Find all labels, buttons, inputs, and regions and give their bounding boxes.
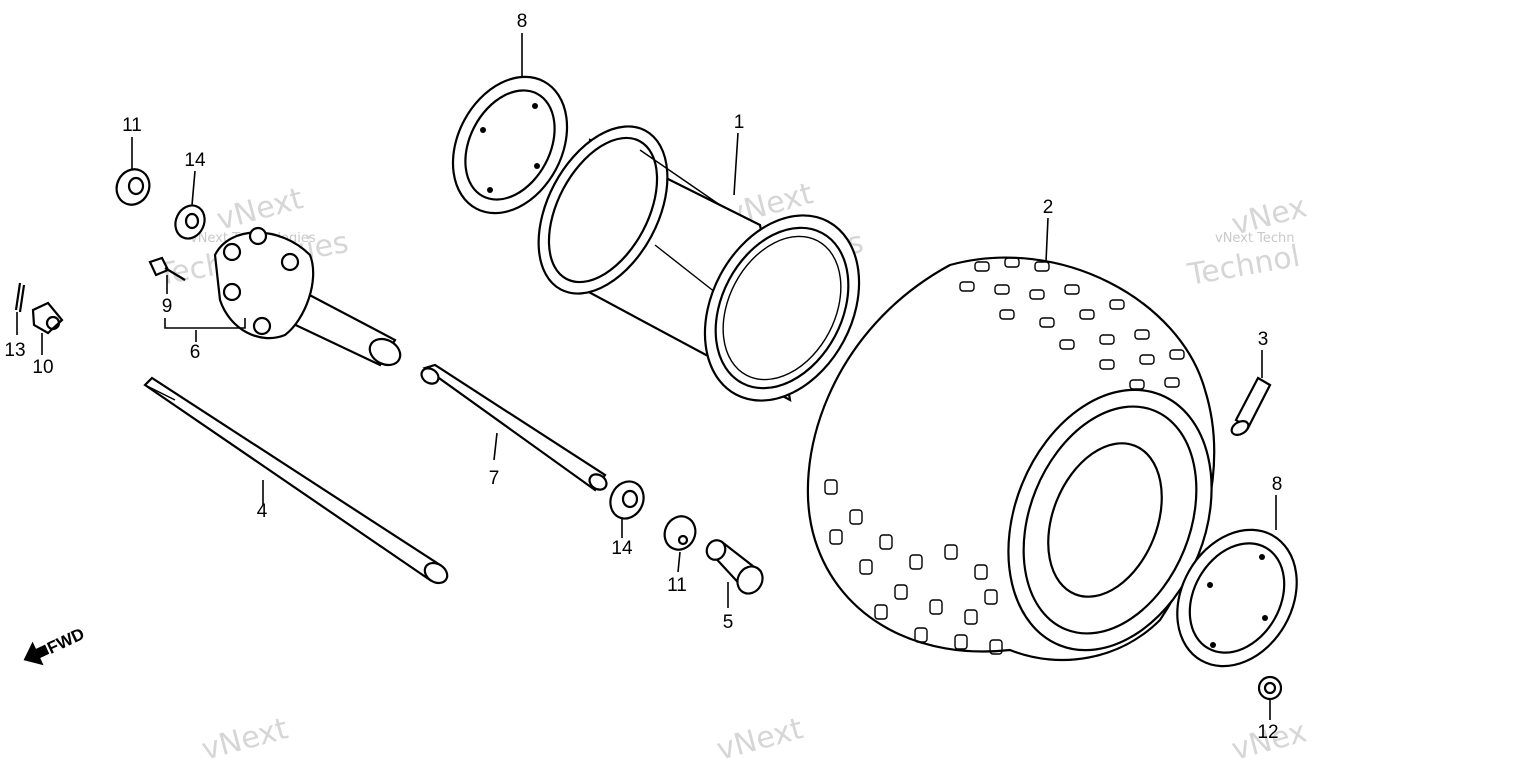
part-8-lower-plate: [1176, 528, 1298, 668]
part-1-wheel-rim: [537, 125, 861, 403]
callout-8-lower: 8: [1272, 474, 1283, 495]
part-6-hub: [213, 226, 402, 367]
fwd-arrow-icon: [23, 641, 50, 666]
leader-lines: [16, 33, 1277, 720]
callout-8-upper: 8: [517, 11, 528, 32]
part-10-nut: [31, 301, 64, 335]
part-12-nut: [1257, 675, 1283, 701]
part-7-spacer-tube: [420, 363, 608, 492]
part-11-upper-bearing: [115, 168, 151, 206]
part-2-tire: [806, 256, 1216, 662]
part-14-lower-bearing: [609, 480, 645, 520]
callout-5: 5: [723, 612, 734, 633]
callout-11-lower: 11: [667, 575, 687, 596]
callout-14-upper: 14: [184, 150, 206, 171]
part-3-valve-stem: [1230, 376, 1272, 436]
callout-9: 9: [162, 296, 173, 317]
part-4-axle: [143, 376, 449, 585]
watermark-brand-5: vNext: [713, 711, 807, 768]
callout-6: 6: [190, 342, 201, 363]
part-5-collar: [705, 539, 764, 595]
callout-1: 1: [734, 112, 745, 133]
part-11-lower-bearing: [663, 515, 697, 551]
callout-13: 13: [4, 340, 25, 361]
fwd-direction-indicator: FWD: [23, 624, 87, 666]
watermark-brand-4: vNext: [198, 711, 292, 768]
part-14-upper-bearing: [174, 204, 206, 240]
part-9-bolt: [148, 256, 186, 281]
part-13-cotter-pin: [14, 282, 26, 313]
callout-4: 4: [257, 501, 268, 522]
callout-labels: 8 1 2 3 4 5 6 7 8 9 10 11 11 12 13 14 14: [4, 11, 1282, 743]
callout-3: 3: [1258, 329, 1269, 350]
fwd-label: FWD: [44, 624, 87, 658]
callout-2: 2: [1043, 197, 1054, 218]
watermark-line-3: vNext Techn: [1215, 231, 1294, 246]
watermark-tech-3: Technol: [1184, 239, 1302, 293]
callout-10: 10: [32, 357, 53, 378]
tire-tread-pattern: [824, 257, 1185, 655]
callout-11-upper: 11: [122, 115, 142, 136]
callout-12: 12: [1257, 722, 1278, 743]
callout-7: 7: [489, 468, 500, 489]
part-8-upper-plate: [451, 75, 569, 215]
callout-14-lower: 14: [611, 538, 633, 559]
